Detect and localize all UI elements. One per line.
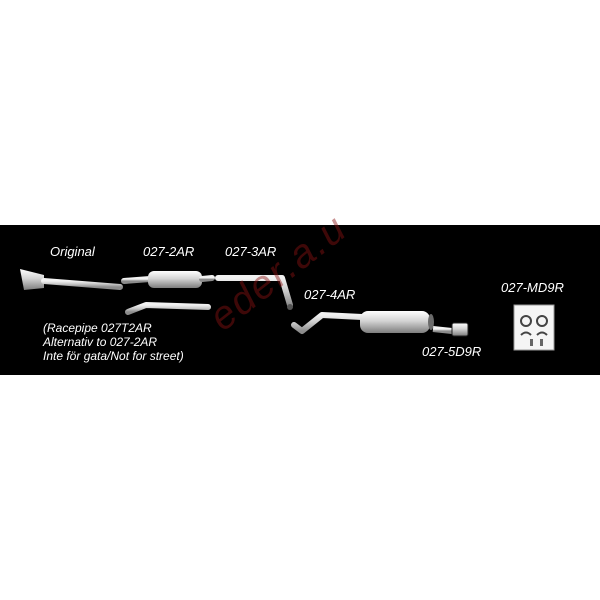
original-front-pipe bbox=[20, 269, 123, 290]
label-027-3ar: 027-3AR bbox=[225, 244, 277, 259]
label-027-5d9r: 027-5D9R bbox=[422, 344, 482, 359]
label-027-md9r: 027-MD9R bbox=[501, 280, 564, 295]
racepipe-note-line2: Alternativ to 027-2AR bbox=[43, 335, 158, 349]
racepipe-note-line1: (Racepipe 027T2AR bbox=[43, 321, 152, 335]
rear-muffler-027-5d9r bbox=[360, 311, 469, 337]
exhaust-system-diagram bbox=[20, 269, 555, 351]
rear-pipe-027-4ar bbox=[291, 312, 365, 334]
label-original: Original bbox=[50, 244, 95, 259]
middle-muffler-027-2ar bbox=[121, 271, 215, 288]
label-027-2ar: 027-2AR bbox=[143, 244, 195, 259]
racepipe-note: (Racepipe 027T2AR Alternativ to 027-2AR … bbox=[43, 321, 184, 363]
diagram-band bbox=[0, 225, 600, 375]
racepipe-027t2ar bbox=[125, 302, 211, 315]
middle-pipe-027-3ar bbox=[215, 275, 293, 310]
mounting-kit-027-md9r bbox=[513, 304, 555, 351]
label-027-4ar: 027-4AR bbox=[304, 287, 356, 302]
racepipe-note-line3: Inte för gata/Not for street) bbox=[43, 349, 184, 363]
